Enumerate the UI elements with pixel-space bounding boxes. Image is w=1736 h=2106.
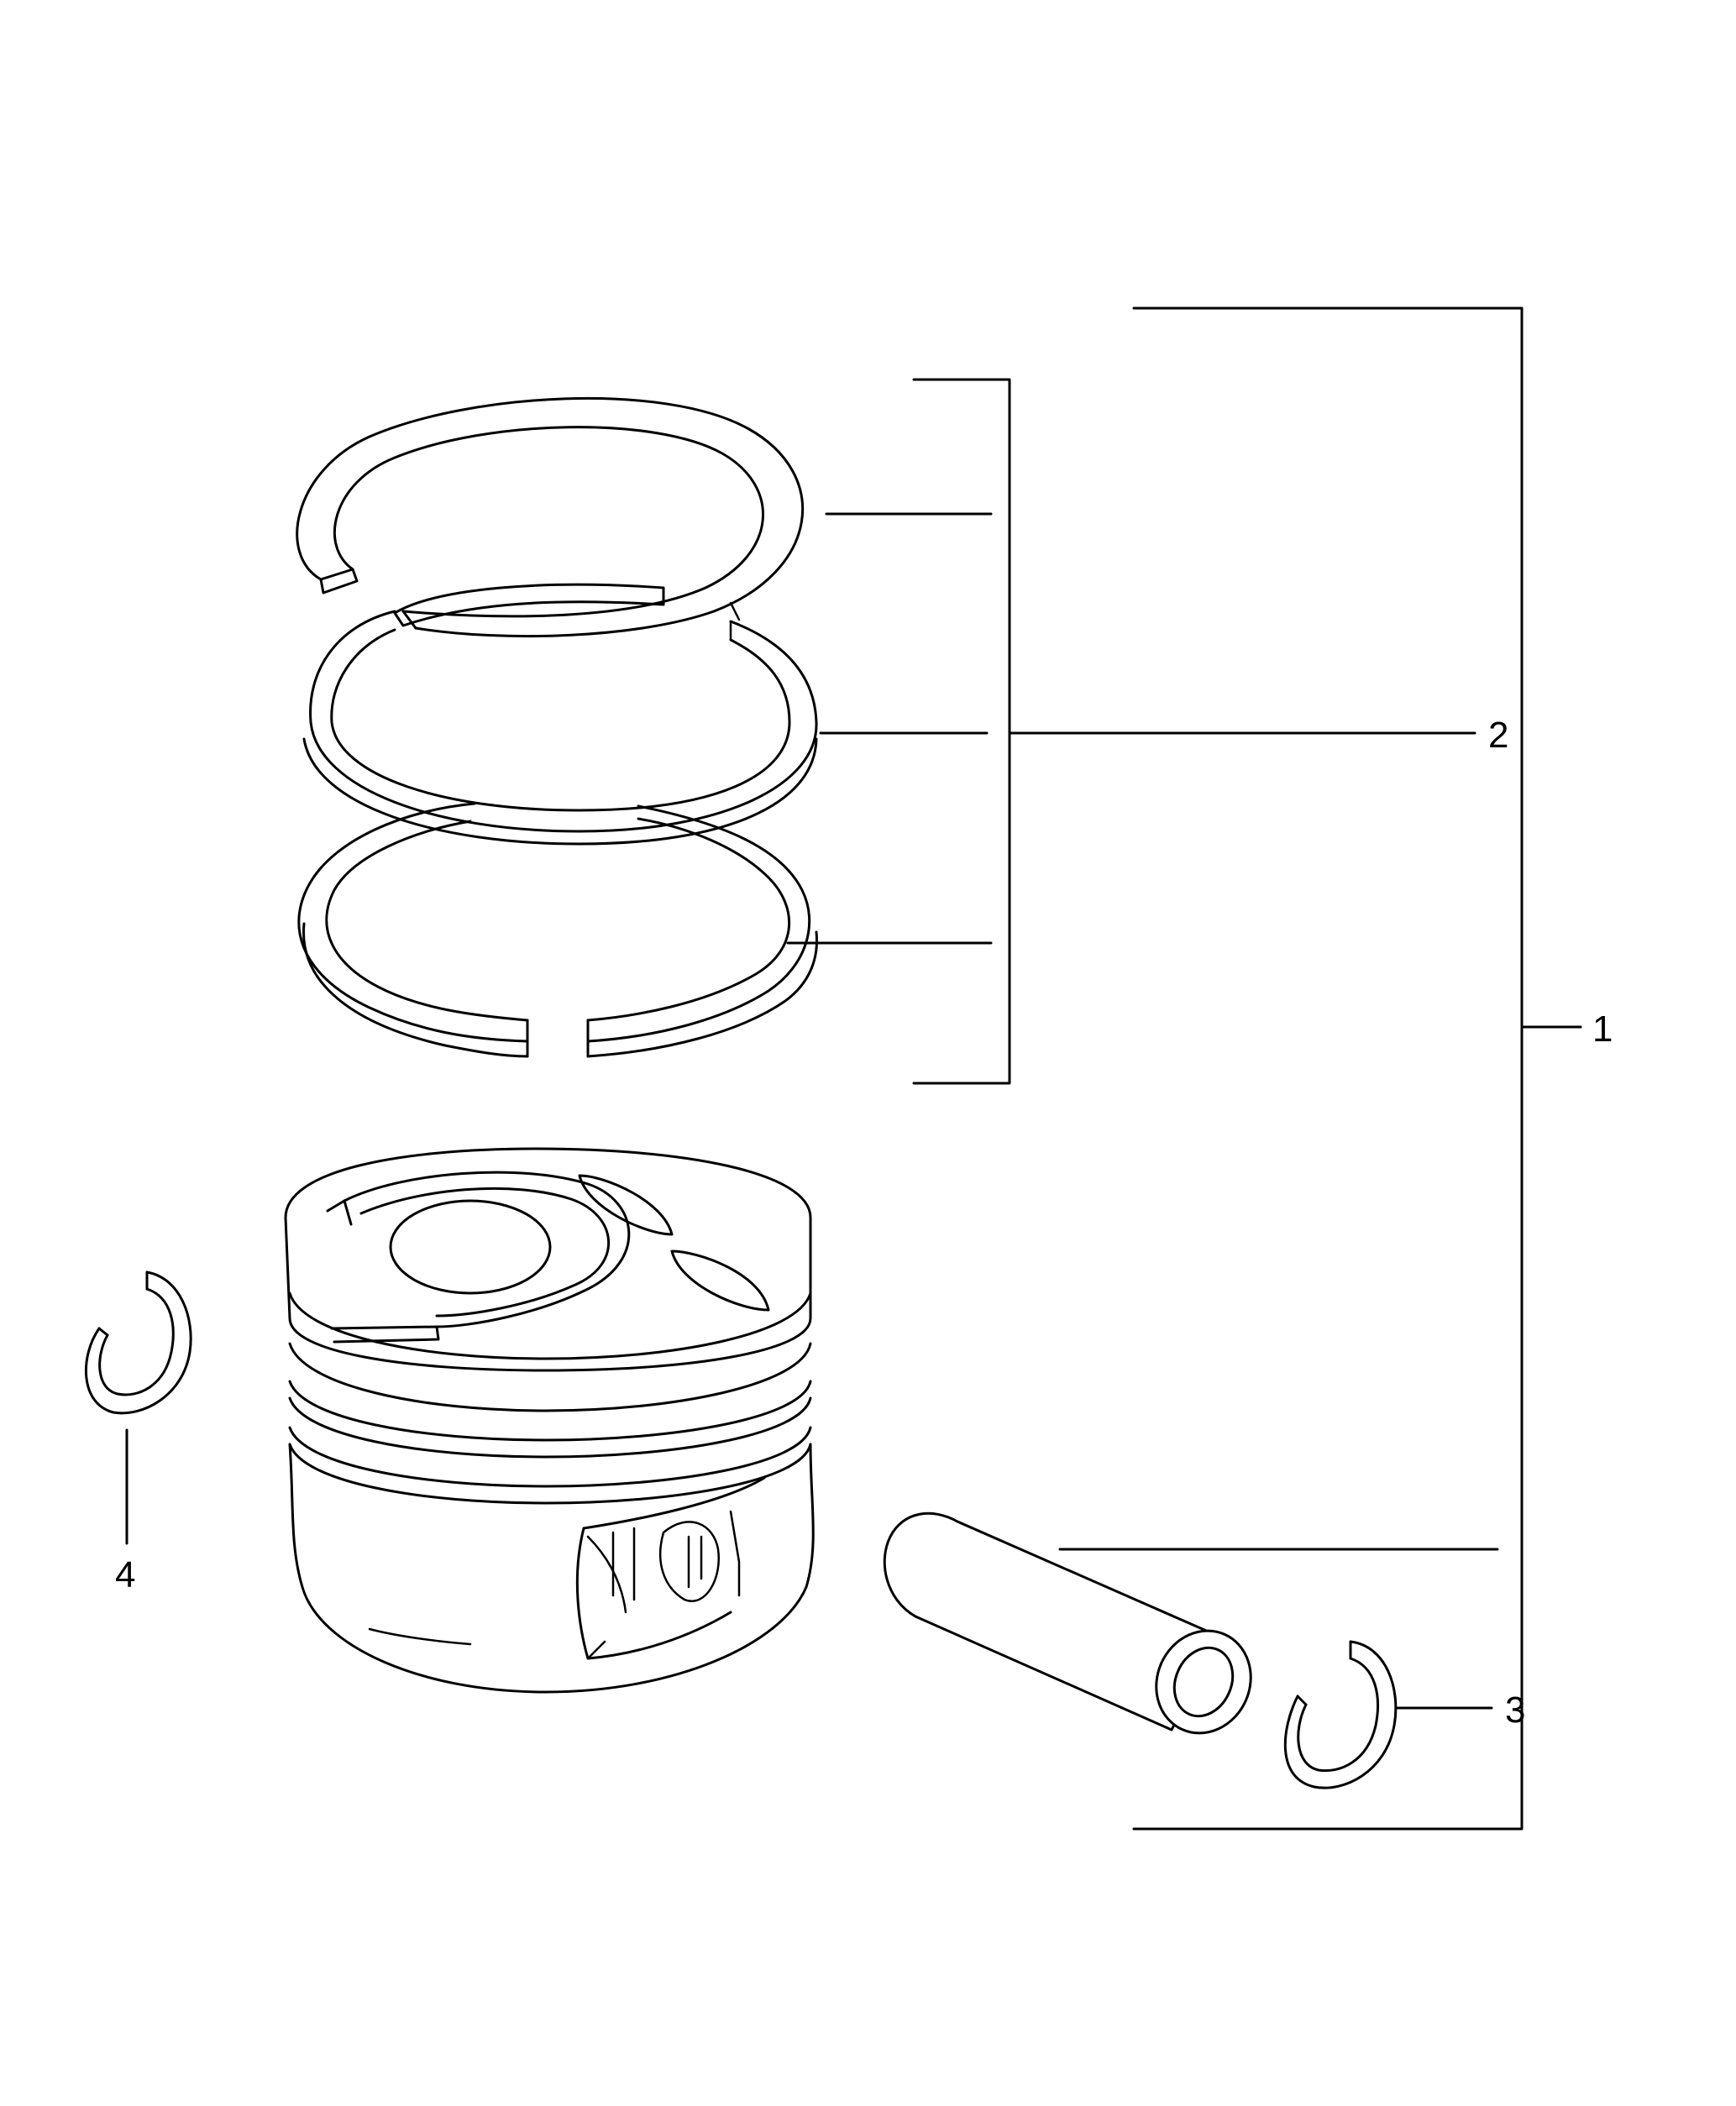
bracket-ring-set bbox=[786, 378, 1476, 1085]
top-compression-ring bbox=[296, 396, 805, 638]
callout-2[interactable]: 2 bbox=[1488, 715, 1508, 756]
bracket-assembly bbox=[1132, 306, 1582, 1831]
oil-control-ring bbox=[297, 802, 819, 1058]
piston-pin bbox=[883, 1511, 1499, 1735]
callout-4[interactable]: 4 bbox=[115, 1554, 135, 1595]
callout-3[interactable]: 3 bbox=[1505, 1690, 1525, 1731]
second-compression-ring bbox=[302, 610, 818, 846]
circlip-right bbox=[1283, 1640, 1493, 1789]
circlip-left bbox=[84, 1270, 192, 1545]
piston bbox=[284, 1147, 815, 1694]
callout-1[interactable]: 1 bbox=[1592, 1008, 1613, 1050]
